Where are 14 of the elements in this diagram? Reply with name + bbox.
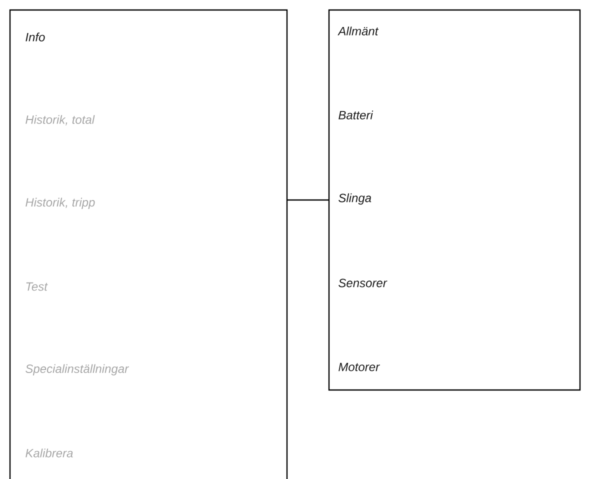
menu-item: Batteri — [338, 110, 374, 120]
menu-item: Kalibrera — [26, 448, 73, 458]
menu-item: Motorer — [338, 362, 380, 372]
menu-panel — [9, 9, 288, 479]
menu-item: Specialinställningar — [26, 364, 129, 376]
menu-item: Historik, tripp — [26, 198, 95, 209]
menu-panel — [328, 9, 581, 391]
menu-item: Slinga — [338, 193, 372, 205]
connector-line — [287, 199, 329, 201]
menu-item: Historik, total — [26, 115, 95, 126]
menu-item: Allmänt — [338, 26, 379, 36]
menu-item: Info — [26, 32, 45, 42]
menu-item: Test — [26, 282, 48, 291]
menu-item: Sensorer — [338, 278, 388, 288]
